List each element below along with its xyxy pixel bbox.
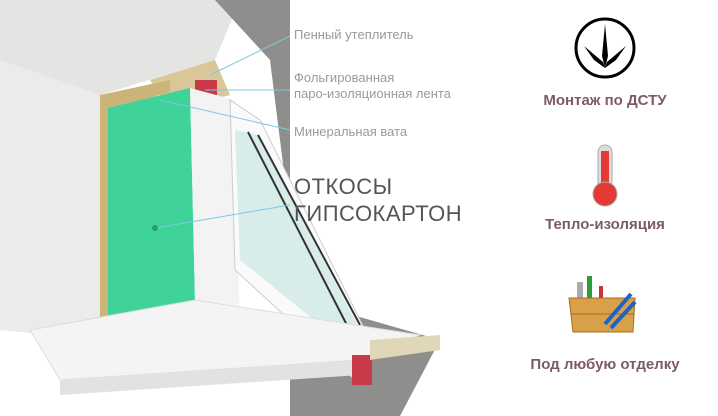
callout-mineral-wool: Минеральная вата xyxy=(294,124,408,139)
callout-foil-tape-line2: паро-изоляционная лента xyxy=(294,86,451,101)
main-label-line2: ГИПСОКАРТОН xyxy=(294,201,463,226)
callout-foam-insulation: Пенный утеплитель xyxy=(294,27,414,42)
wall-top xyxy=(0,0,240,95)
window-frame xyxy=(190,88,240,345)
feature-dstu-label: Монтаж по ДСТУ xyxy=(543,92,667,109)
toolbox-icon xyxy=(568,276,637,333)
feature-finishing-label: Под любую отделку xyxy=(530,356,680,373)
dstu-mark-icon xyxy=(574,17,636,79)
callout-foil-tape-line1: Фольгированная xyxy=(294,70,395,85)
main-label: ОТКОСЫ ГИПСОКАРТОН xyxy=(294,173,462,227)
wall-plaster xyxy=(0,60,100,340)
thermometer-icon xyxy=(592,144,618,207)
feature-insulation-label: Тепло-изоляция xyxy=(545,216,665,233)
callout-lines xyxy=(152,35,291,231)
gypsum-board xyxy=(108,88,195,340)
main-label-line1: ОТКОСЫ xyxy=(294,174,393,199)
